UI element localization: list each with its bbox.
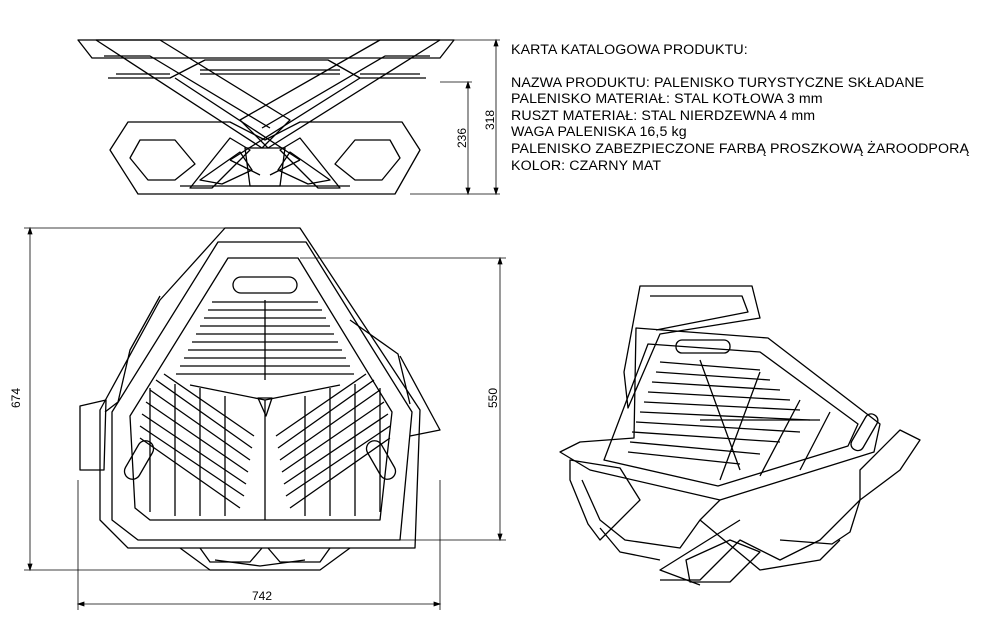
spec-line-weight: WAGA PALENISKA 16,5 kg xyxy=(511,124,687,141)
spec-line-color: KOLOR: CZARNY MAT xyxy=(511,157,662,174)
dim-side-inner: 236 xyxy=(455,128,469,148)
dim-top-depth-grate: 550 xyxy=(486,388,500,408)
top-view xyxy=(79,227,441,571)
spec-heading: KARTA KATALOGOWA PRODUKTU: xyxy=(511,42,748,58)
isometric-view xyxy=(559,285,921,586)
side-view xyxy=(77,39,455,195)
dim-side-total: 318 xyxy=(483,110,497,130)
spec-sheet: KARTA KATALOGOWA PRODUKTU: NAZWA PRODUKT… xyxy=(511,42,969,174)
dim-top-width: 742 xyxy=(252,589,272,603)
spec-line-grate: RUSZT MATERIAŁ: STAL NIERDZEWNA 4 mm xyxy=(511,107,816,124)
side-dimensions xyxy=(410,38,500,196)
top-dimensions xyxy=(24,226,506,610)
spec-line-name: NAZWA PRODUKTU: PALENISKO TURYSTYCZNE SK… xyxy=(511,74,925,91)
spec-spacer xyxy=(511,59,969,75)
dim-top-depth-total: 674 xyxy=(9,388,23,408)
spec-line-material: PALENISKO MATERIAŁ: STAL KOTŁOWA 3 mm xyxy=(511,91,823,108)
spec-line-coating: PALENISKO ZABEZPIECZONE FARBĄ PROSZKOWĄ … xyxy=(511,140,970,157)
